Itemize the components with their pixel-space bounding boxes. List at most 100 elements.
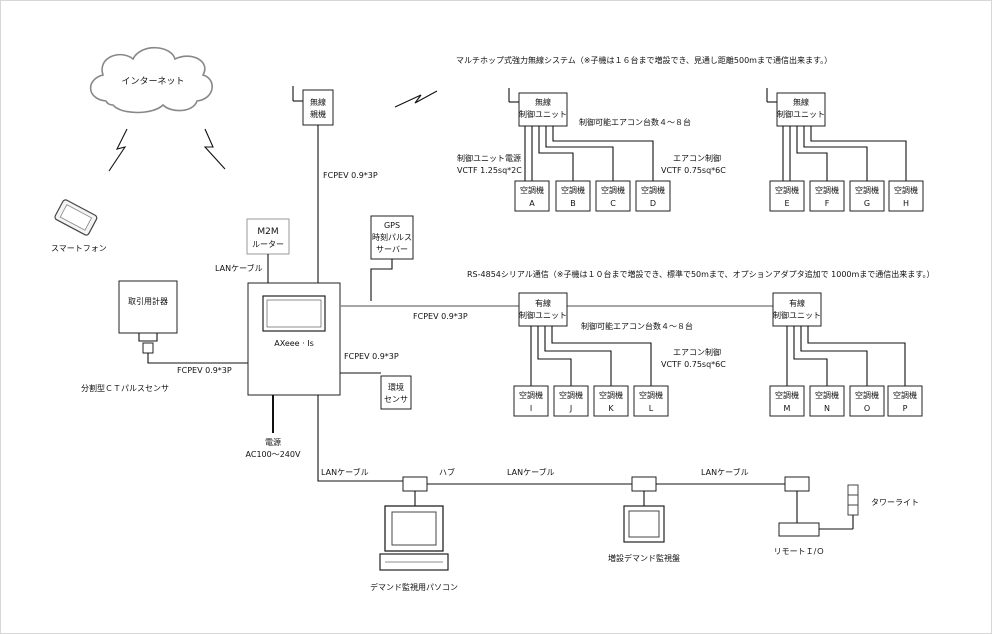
lan-adapter-box bbox=[784, 476, 810, 492]
ac-unit-id: O bbox=[864, 404, 870, 413]
ac-unit-label: 空調機 bbox=[855, 390, 879, 400]
ac-spec-label: エアコン制御 bbox=[673, 347, 721, 357]
ct-sensor-icon bbox=[142, 342, 154, 354]
wireless-parent-label: 無線 bbox=[310, 97, 326, 107]
monitor-icon bbox=[623, 505, 665, 543]
gps-label: サーバー bbox=[376, 245, 408, 254]
tower-light-label: タワーライト bbox=[871, 498, 919, 507]
unit-label: 無線 bbox=[793, 97, 809, 107]
ac-unit-id: P bbox=[903, 404, 908, 413]
ac-unit-id: E bbox=[784, 199, 789, 208]
cable-label: FCPEV 0.9*3P bbox=[413, 312, 468, 321]
ac-unit-label: 空調機 bbox=[559, 390, 583, 400]
ac-unit-box bbox=[514, 180, 550, 212]
ac-unit-id: M bbox=[784, 404, 791, 413]
ac-unit-id: I bbox=[530, 404, 532, 413]
unit-label: 制御ユニット bbox=[777, 109, 825, 119]
ac-unit-box bbox=[809, 180, 845, 212]
cable-label: FCPEV 0.9*3P bbox=[323, 171, 378, 180]
unit-label: 有線 bbox=[535, 298, 551, 308]
gps-box bbox=[370, 215, 414, 260]
ac-unit-box bbox=[888, 180, 924, 212]
wired-system-title: RS-4854シリアル通信（※子機は１０台まで増設でき、標準で50mまで、オプシ… bbox=[467, 269, 935, 279]
capacity-label: 制御可能エアコン台数４～８台 bbox=[581, 321, 693, 331]
ac-unit-label: 空調機 bbox=[815, 185, 839, 195]
ac-unit-box bbox=[849, 385, 885, 417]
m2m-router-label: ルーター bbox=[252, 240, 284, 249]
ac-unit-label: 空調機 bbox=[815, 390, 839, 400]
wireless-system-title: マルチホップ式強力無線システム（※子機は１６台まで増設でき、見通し距離500mま… bbox=[456, 55, 832, 65]
wireless-control-unit-1 bbox=[518, 92, 568, 127]
ac-unit-id: C bbox=[610, 199, 616, 208]
smartphone-label: スマートフォン bbox=[51, 244, 107, 253]
power-label: 電源 bbox=[265, 438, 281, 447]
wired-control-unit-2 bbox=[772, 292, 822, 327]
ac-unit-box bbox=[887, 385, 923, 417]
ac-unit-label: 空調機 bbox=[601, 185, 625, 195]
unit-label: 制御ユニット bbox=[519, 310, 567, 320]
cable-label: LANケーブル bbox=[321, 467, 369, 477]
monitor-label: 増設デマンド監視盤 bbox=[608, 553, 680, 563]
wired-control-unit-1 bbox=[518, 292, 568, 327]
env-sensor-box bbox=[380, 375, 412, 410]
ac-unit-box bbox=[769, 180, 805, 212]
meter-box bbox=[118, 280, 178, 334]
ac-unit-label: 空調機 bbox=[519, 390, 543, 400]
power-label: AC100～240V bbox=[246, 450, 301, 459]
env-sensor-label: 環境 bbox=[388, 382, 404, 392]
ct-sensor-label: 分割型ＣＴパルスセンサ bbox=[81, 383, 169, 393]
gps-label: 時刻パルス bbox=[372, 232, 412, 242]
ac-unit-label: 空調機 bbox=[775, 185, 799, 195]
capacity-label: 制御可能エアコン台数４～８台 bbox=[579, 117, 691, 127]
ac-spec-label: VCTF 0.75sq*6C bbox=[661, 360, 726, 369]
wireless-parent-label: 親機 bbox=[310, 109, 326, 119]
axeee-label: AXeee · Is bbox=[274, 339, 314, 348]
env-sensor-label: センサ bbox=[384, 395, 408, 404]
ac-unit-label: 空調機 bbox=[894, 185, 918, 195]
remote-io-label: リモートＩ/Ｏ bbox=[774, 547, 825, 556]
ac-unit-label: 空調機 bbox=[639, 390, 663, 400]
unit-label: 制御ユニット bbox=[519, 109, 567, 119]
pc-icon bbox=[379, 505, 449, 571]
power-spec-label: 制御ユニット電源 bbox=[457, 153, 521, 163]
lightning-icon bbox=[394, 90, 438, 108]
cable-label: FCPEV 0.9*3P bbox=[344, 352, 399, 361]
ac-unit-box bbox=[513, 385, 549, 417]
ac-unit-id: L bbox=[649, 404, 654, 413]
hub-box bbox=[402, 476, 428, 492]
lightning-icon bbox=[108, 128, 128, 172]
unit-label: 無線 bbox=[535, 97, 551, 107]
ac-unit-id: F bbox=[825, 199, 830, 208]
ac-unit-box bbox=[595, 180, 631, 212]
m2m-router-box bbox=[246, 218, 290, 255]
ac-unit-id: D bbox=[650, 199, 656, 208]
lightning-icon bbox=[203, 128, 226, 170]
ac-unit-id: A bbox=[529, 199, 535, 208]
ac-unit-id: B bbox=[570, 199, 576, 208]
hub-label: ハブ bbox=[439, 467, 455, 477]
power-spec-label: VCTF 1.25sq*2C bbox=[457, 166, 522, 175]
ac-unit-id: G bbox=[864, 199, 870, 208]
cable-label: LANケーブル bbox=[215, 263, 263, 273]
ac-unit-box bbox=[849, 180, 885, 212]
wireless-parent-box bbox=[302, 89, 334, 126]
tower-light-icon bbox=[847, 484, 859, 529]
ac-unit-id: N bbox=[824, 404, 830, 413]
ac-unit-box bbox=[769, 385, 805, 417]
ac-unit-label: 空調機 bbox=[855, 185, 879, 195]
ac-unit-box bbox=[555, 180, 591, 212]
m2m-router-label: M2M bbox=[257, 227, 278, 237]
ac-unit-box bbox=[593, 385, 629, 417]
ac-unit-label: 空調機 bbox=[520, 185, 544, 195]
ac-unit-box bbox=[633, 385, 669, 417]
ac-unit-label: 空調機 bbox=[775, 390, 799, 400]
ac-unit-id: J bbox=[569, 404, 572, 413]
cable-label: FCPEV 0.9*3P bbox=[177, 366, 232, 375]
internet-cloud: インターネット bbox=[89, 46, 213, 114]
wireless-control-unit-2 bbox=[776, 92, 826, 127]
unit-label: 有線 bbox=[789, 298, 805, 308]
ac-unit-box bbox=[635, 180, 671, 212]
ac-unit-id: H bbox=[903, 199, 909, 208]
